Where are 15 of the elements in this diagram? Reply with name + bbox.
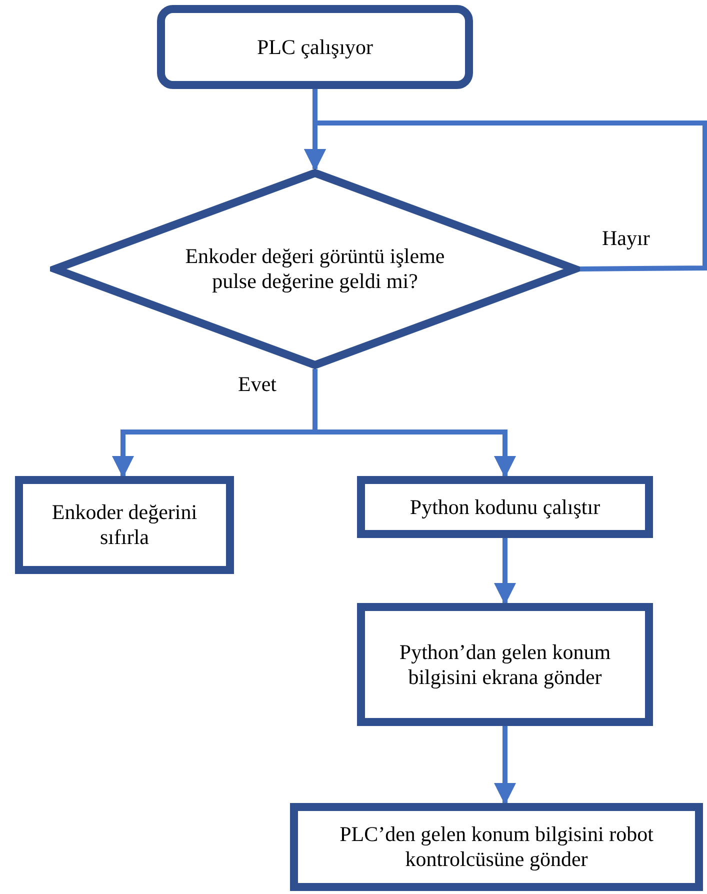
node-text: Python’dan gelen konum bilgisini ekrana gönder	[398, 640, 612, 690]
process-box	[357, 476, 653, 538]
node-text: PLC çalışıyor	[256, 34, 374, 60]
process-box	[357, 603, 653, 726]
process-box	[15, 476, 234, 574]
process-box	[290, 803, 703, 891]
node-text: Python kodunu çalıştır	[408, 494, 602, 520]
arrow	[494, 726, 516, 805]
arrow	[304, 120, 707, 272]
arrow	[494, 538, 516, 605]
node-text: Enkoder değerini sıfırla	[50, 500, 198, 550]
decision-diamond	[50, 168, 580, 370]
node-text: Enkoder değeri görüntü işleme pulse değerine geldi mi?	[184, 244, 446, 294]
node-text: PLC’den gelen konum bilgisini robot kontrolcüsüne gönder	[338, 822, 654, 872]
start-box	[157, 5, 473, 89]
